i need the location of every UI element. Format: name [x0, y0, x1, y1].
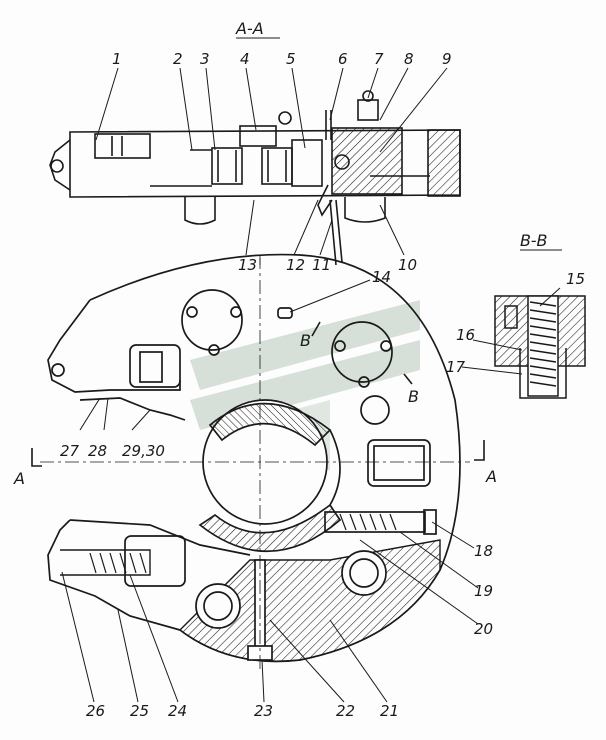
callout-3: 3 [200, 50, 210, 68]
callout-labels: 1 2 3 4 5 6 7 8 9 10 11 12 13 14 15 16 1… [60, 50, 585, 720]
callout-10: 10 [398, 256, 417, 274]
callout-18: 18 [474, 542, 493, 560]
callout-12: 12 [286, 256, 305, 274]
callout-29-30: 29,30 [122, 442, 165, 460]
callout-22: 22 [336, 702, 355, 720]
section-b-lower-mark: B [408, 387, 419, 406]
callout-25: 25 [130, 702, 149, 720]
callout-20: 20 [474, 620, 493, 638]
callout-14: 14 [372, 268, 391, 286]
section-b-upper-mark: B [300, 331, 311, 350]
callout-21: 21 [380, 702, 399, 720]
callout-9: 9 [442, 50, 452, 68]
section-aa-view [49, 90, 461, 266]
section-aa-title: A-A [235, 19, 264, 38]
callout-23: 23 [254, 702, 273, 720]
callout-6: 6 [338, 50, 348, 68]
callout-8: 8 [404, 50, 414, 68]
callout-5: 5 [286, 50, 296, 68]
section-bb-view [461, 287, 586, 399]
callout-16: 16 [456, 326, 475, 344]
main-leaders [61, 258, 479, 703]
section-a-left-mark: A [13, 469, 25, 488]
aa-leaders [95, 67, 448, 256]
callout-11: 11 [312, 256, 331, 274]
section-bb-title: B-B [520, 231, 547, 250]
callout-17: 17 [446, 358, 466, 376]
callout-26: 26 [86, 702, 105, 720]
section-a-right-mark: A [485, 467, 497, 486]
callout-19: 19 [474, 582, 493, 600]
callout-27: 27 [60, 442, 80, 460]
front-view [31, 253, 485, 670]
callout-24: 24 [168, 702, 187, 720]
callout-2: 2 [173, 50, 183, 68]
callout-7: 7 [374, 50, 384, 68]
callout-13: 13 [238, 256, 257, 274]
callout-15: 15 [566, 270, 585, 288]
callout-1: 1 [112, 50, 122, 68]
callout-28: 28 [88, 442, 107, 460]
callout-4: 4 [240, 50, 250, 68]
